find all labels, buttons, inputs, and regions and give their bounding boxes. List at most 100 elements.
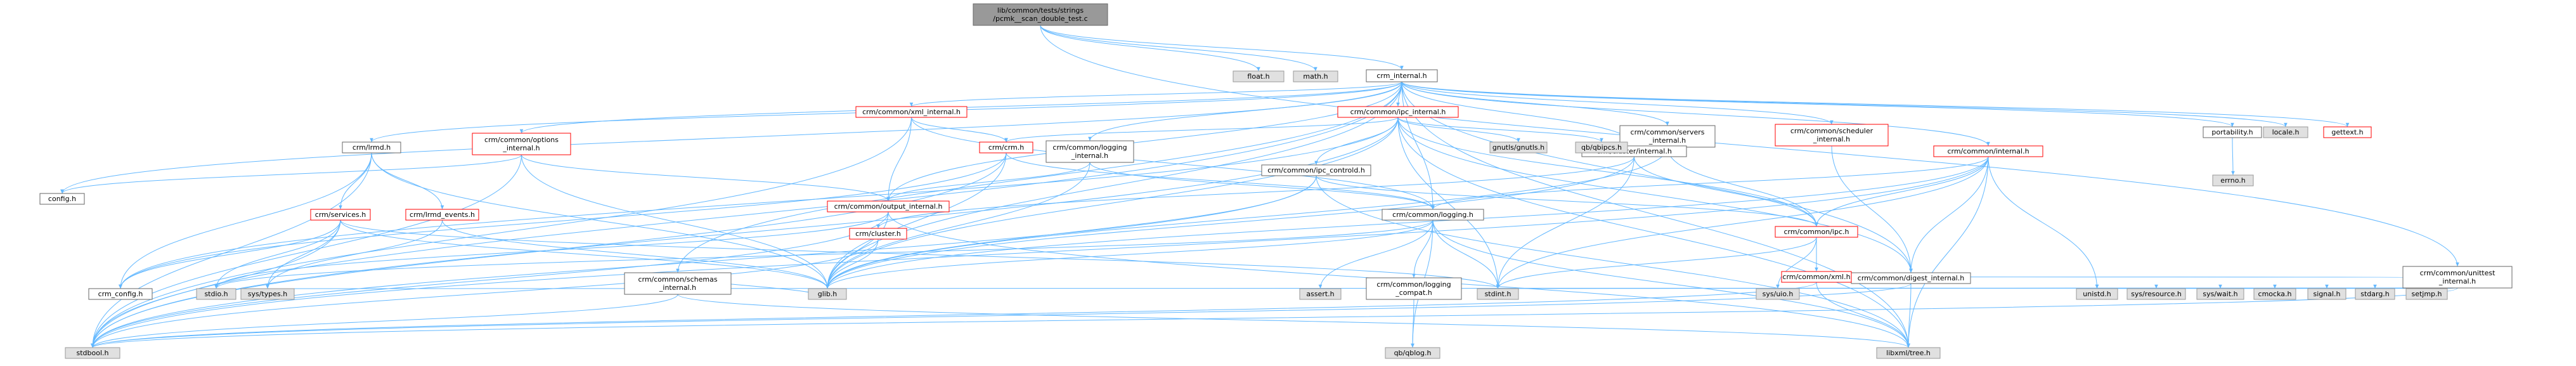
node-assert: assert.h — [1299, 288, 1342, 300]
node-sysuio: sys/uio.h — [1756, 288, 1800, 300]
node-ipc_h[interactable]: crm/common/ipc.h — [1775, 226, 1858, 238]
edge-ipc_int-to-gnutls — [1397, 117, 1520, 143]
node-crm_config[interactable]: crm_config.h — [88, 288, 153, 300]
node-crm_h[interactable]: crm/crm.h — [979, 141, 1033, 154]
edge-lrmd-to-crm_config — [119, 152, 372, 289]
node-box-assert — [1299, 288, 1342, 300]
node-opt_int[interactable]: crm/common/options_internal.h — [472, 133, 571, 155]
edge-ipc_int-to-crm_config — [119, 117, 1399, 289]
node-syswait: sys/wait.h — [2196, 288, 2244, 300]
node-label-sched-0: crm/common/scheduler — [1790, 127, 1874, 135]
node-label-sysres-0: sys/resource.h — [2131, 290, 2182, 298]
node-box-errno — [2212, 174, 2254, 186]
node-out_int[interactable]: crm/common/output_internal.h — [827, 200, 950, 212]
edge-crm_internal-to-schemas — [676, 81, 1402, 273]
node-box-lrmd_ev — [405, 209, 479, 221]
edge-root-to-math — [1040, 25, 1317, 72]
node-box-ipc_int — [1337, 106, 1459, 118]
node-ipc_ctl[interactable]: crm/common/ipc_controld.h — [1261, 164, 1371, 176]
node-box-sysuio — [1756, 288, 1800, 300]
node-box-lrmd — [342, 141, 401, 154]
edge-ipc_int-to-crm_h — [1004, 117, 1399, 143]
node-label-assert-0: assert.h — [1306, 290, 1334, 298]
node-label-common_int-0: crm/common/internal.h — [1947, 147, 2029, 155]
edges-layer — [60, 25, 2459, 348]
edge-log_int-to-out_int — [886, 162, 1091, 202]
node-label-schemas-0: crm/common/schemas — [638, 275, 717, 284]
edge-xml_int-to-out_int — [886, 117, 912, 202]
node-lrmd[interactable]: crm/lrmd.h — [342, 141, 401, 154]
node-locale: locale.h — [2263, 126, 2308, 138]
node-log_compat[interactable]: crm/common/logging_compat.h — [1366, 277, 1462, 300]
node-log_int[interactable]: crm/common/logging_internal.h — [1045, 140, 1134, 163]
node-portability[interactable]: portability.h — [2203, 126, 2262, 138]
edge-clus_int-to-ipc_h — [1634, 156, 1818, 227]
node-servers[interactable]: crm/common/servers_internal.h — [1619, 125, 1716, 148]
node-label-qblog-0: qb/qblog.h — [1394, 349, 1432, 357]
node-logging[interactable]: crm/common/logging.h — [1382, 209, 1484, 221]
node-label-qbipcs-0: qb/qbipcs.h — [1581, 143, 1622, 152]
edge-lrmd-to-services — [339, 152, 372, 210]
node-config[interactable]: config.h — [39, 193, 85, 205]
node-xml_int[interactable]: crm/common/xml_internal.h — [855, 106, 968, 118]
edge-crm_internal-to-locale — [1401, 81, 2288, 127]
node-gettext[interactable]: gettext.h — [2323, 126, 2372, 138]
node-box-math — [1293, 70, 1338, 82]
node-box-common_int — [1933, 145, 2043, 157]
edge-crm_internal-to-sched — [1401, 81, 1834, 125]
node-label-crm_internal-0: crm_internal.h — [1376, 72, 1427, 80]
node-box-sysres — [2126, 288, 2186, 300]
edge-ipc_int-to-stdbool — [91, 117, 1399, 348]
node-schemas[interactable]: crm/common/schemas_internal.h — [624, 272, 732, 295]
node-label-xml_int-0: crm/common/xml_internal.h — [862, 108, 961, 116]
edge-portability-to-errno — [2231, 137, 2235, 176]
node-glib: glib.h — [808, 288, 847, 300]
node-root[interactable]: lib/common/tests/strings/pcmk__scan_doub… — [973, 3, 1108, 26]
node-box-signal — [2307, 288, 2346, 300]
node-services[interactable]: crm/services.h — [310, 209, 371, 221]
node-label-glib-0: glib.h — [818, 290, 838, 298]
edge-common_int-to-ipc_h — [1815, 156, 1989, 227]
node-stdint: stdint.h — [1477, 288, 1519, 300]
edge-xml_int-to-crm_h — [911, 117, 1008, 143]
node-label-log_compat-1: _compat.h — [1395, 289, 1432, 297]
edge-schemas-to-libxml — [677, 294, 1910, 348]
edge-opt_int-to-config — [60, 154, 522, 194]
edge-common_int-to-digest — [1909, 156, 1989, 273]
node-unittest[interactable]: crm/common/unittest_internal.h — [2402, 266, 2513, 289]
node-ipc_int[interactable]: crm/common/ipc_internal.h — [1337, 106, 1459, 118]
edge-lrmd-to-glib — [371, 152, 829, 289]
node-box-config — [39, 193, 85, 205]
node-label-root-0: lib/common/tests/strings — [997, 6, 1084, 15]
edge-logging-to-stdio — [214, 219, 1434, 289]
edge-schemas-to-stdbool — [91, 294, 678, 348]
node-label-root-1: /pcmk__scan_double_test.c — [993, 15, 1087, 23]
node-label-crm_config-0: crm_config.h — [98, 290, 143, 298]
node-signal: signal.h — [2307, 288, 2346, 300]
edge-common_int-to-logging — [1431, 156, 1989, 210]
edge-common_int-to-stdint — [1496, 156, 1989, 289]
edge-xml_int-to-stdbool — [91, 117, 912, 348]
node-label-locale-0: locale.h — [2272, 128, 2300, 136]
node-xml_h[interactable]: crm/common/xml.h — [1781, 271, 1852, 283]
node-cluster_h[interactable]: crm/cluster.h — [849, 228, 907, 240]
edge-crm_internal-to-xml_int — [909, 81, 1402, 107]
node-label-unittest-1: _internal.h — [2438, 277, 2476, 285]
edge-xml_int-to-logging — [911, 117, 1435, 210]
node-math: math.h — [1293, 70, 1338, 82]
node-common_int[interactable]: crm/common/internal.h — [1933, 145, 2043, 157]
node-label-unittest-0: crm/common/unittest — [2420, 269, 2496, 277]
node-stdarg: stdarg.h — [2355, 288, 2395, 300]
edge-crm_internal-to-portability — [1401, 81, 2234, 127]
node-label-servers-1: _internal.h — [1648, 136, 1686, 145]
node-crm_internal[interactable]: crm_internal.h — [1366, 69, 1438, 82]
edge-services-to-stdbool — [91, 219, 341, 348]
node-sched[interactable]: crm/common/scheduler_internal.h — [1775, 124, 1889, 147]
node-digest[interactable]: crm/common/digest_internal.h — [1851, 272, 1971, 284]
node-label-log_int-1: _internal.h — [1071, 152, 1108, 160]
node-lrmd_ev[interactable]: crm/lrmd_events.h — [405, 209, 479, 221]
node-box-float — [1233, 70, 1285, 82]
node-label-log_compat-0: crm/common/logging — [1376, 280, 1451, 289]
node-label-crm_h-0: crm/crm.h — [988, 143, 1024, 152]
node-box-services — [310, 209, 371, 221]
